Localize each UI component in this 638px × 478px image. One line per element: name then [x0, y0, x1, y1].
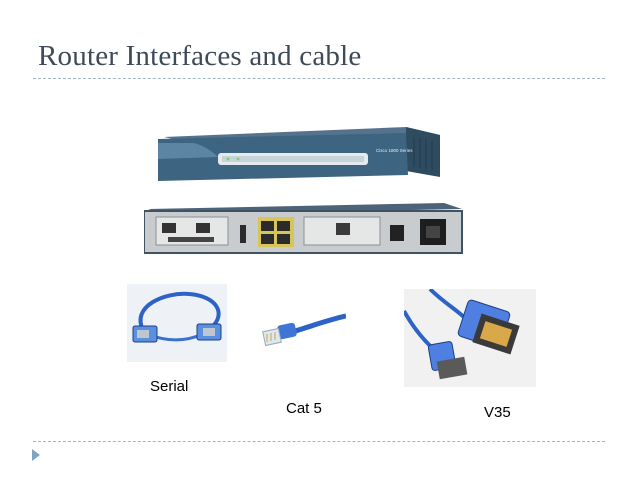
cat5-cable-caption: Cat 5: [286, 400, 322, 417]
router-front-image: Cisco 1800 Series: [158, 127, 440, 181]
slide-title: Router Interfaces and cable: [38, 40, 362, 72]
v35-cable-caption: V35: [484, 404, 511, 421]
top-divider: [33, 78, 605, 79]
cat5-cable-image: [262, 313, 346, 347]
router-rear-image: [144, 203, 463, 254]
v35-cable-image: [404, 289, 536, 387]
bullet-icon: [32, 449, 40, 461]
bottom-divider: [33, 441, 605, 442]
serial-cable-caption: Serial: [150, 378, 189, 395]
router-brand-label: Cisco 1800 Series: [376, 148, 413, 153]
serial-cable-image: [127, 284, 227, 362]
